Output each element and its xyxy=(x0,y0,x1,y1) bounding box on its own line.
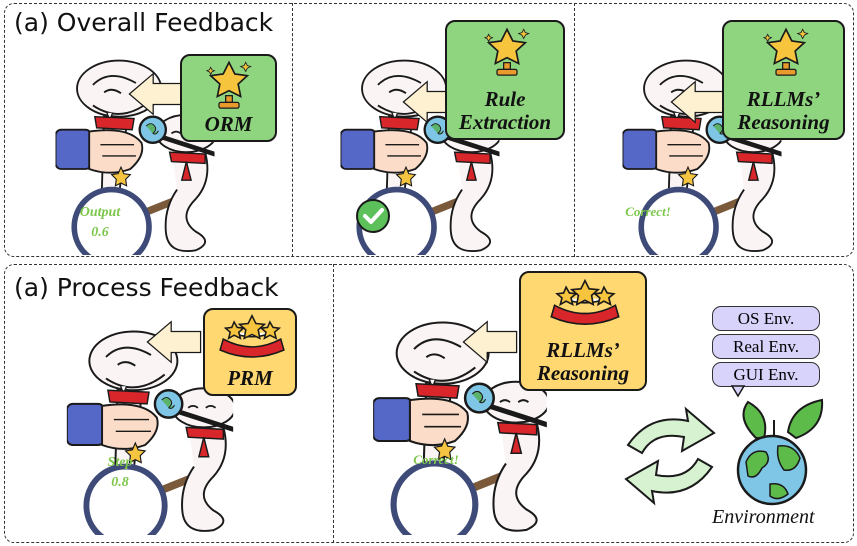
lens-correct-label-process: Correct! xyxy=(413,452,459,467)
os-env-pill: OS Env. xyxy=(712,306,820,331)
rllms-reasoning-label-2: Reasoning xyxy=(737,109,830,134)
cycle-arrows-icon xyxy=(624,406,716,506)
orm-badge: ORM xyxy=(180,54,277,142)
lens-output-label: Output xyxy=(80,205,122,220)
arrow-left-icon xyxy=(146,318,202,366)
lens-readout: Step 0.8 xyxy=(108,455,133,490)
process-feedback-frame xyxy=(4,264,854,543)
environment-label: Environment xyxy=(712,506,815,528)
prm-badge: PRM xyxy=(203,308,297,396)
checkmark-icon xyxy=(356,199,390,233)
rule-extraction-badge: Rule Extraction xyxy=(445,20,565,140)
rule-extraction-label-1: Rule xyxy=(484,86,526,111)
lens-step-label: Step xyxy=(108,455,133,470)
arrow-left-icon xyxy=(462,318,518,366)
arrow-left-icon xyxy=(670,78,726,126)
rllms-reasoning-process-label-1: RLLMs’ xyxy=(546,337,620,362)
lens-readout: Correct! xyxy=(625,204,671,219)
trophy-icon xyxy=(482,26,532,76)
orm-label: ORM xyxy=(204,111,253,136)
rllms-reasoning-badge: RLLMs’ Reasoning xyxy=(722,20,845,140)
ribbon-stars-icon xyxy=(548,277,622,327)
overall-feedback-title: (a) Overall Feedback xyxy=(14,8,274,37)
rllms-reasoning-label-1: RLLMs’ xyxy=(746,86,821,111)
lens-step-value: 0.8 xyxy=(111,475,129,490)
lens-output-value: 0.6 xyxy=(91,225,109,240)
ribbon-stars-icon xyxy=(217,312,287,360)
pill-pointer xyxy=(730,385,746,398)
top-divider-2 xyxy=(574,3,575,257)
overall-feedback-frame xyxy=(4,3,854,257)
lens-readout: Correct! xyxy=(413,452,459,467)
prm-label: PRM xyxy=(227,365,273,390)
rllms-reasoning-process-label-2: Reasoning xyxy=(536,360,630,385)
process-feedback-title: (a) Process Feedback xyxy=(14,273,279,302)
globe-icon xyxy=(736,398,824,506)
real-env-pill: Real Env. xyxy=(712,334,820,359)
gui-env-pill: GUI Env. xyxy=(712,362,820,387)
arrow-left-icon xyxy=(128,70,184,118)
top-divider-1 xyxy=(292,3,293,257)
lens-correct-label: Correct! xyxy=(625,204,671,219)
rllms-reasoning-badge-process: RLLMs’ Reasoning xyxy=(519,271,647,391)
rule-extraction-label-2: Extraction xyxy=(458,109,552,134)
lens-readout: Output 0.6 xyxy=(80,205,122,240)
trophy-icon xyxy=(761,26,811,76)
bottom-divider xyxy=(333,264,334,543)
trophy-icon xyxy=(204,59,254,109)
